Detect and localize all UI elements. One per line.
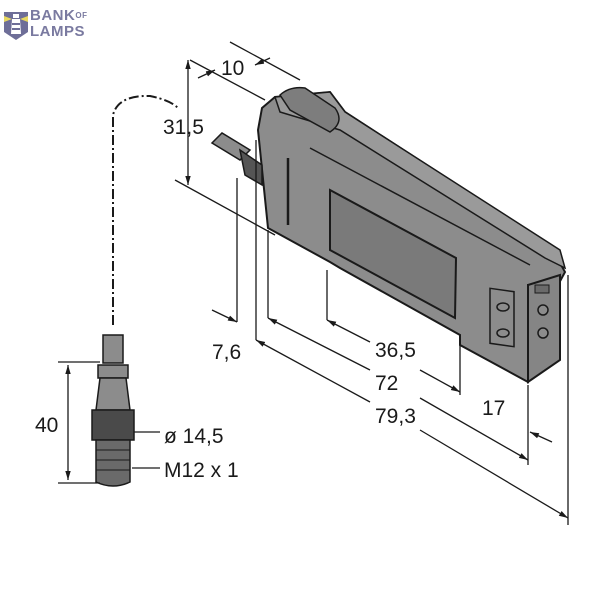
cable-entry <box>210 132 263 187</box>
logo-of: OF <box>75 11 88 20</box>
cable-dashed-line <box>112 94 179 325</box>
dim-window-length: 36,5 <box>375 339 416 362</box>
dim-height: 31,5 <box>163 116 204 139</box>
dim-total-length: 79,3 <box>375 405 416 428</box>
lighthouse-icon <box>4 12 28 40</box>
dim-body-length: 72 <box>375 372 399 395</box>
dim-depth: 17 <box>482 397 506 420</box>
logo-line2: LAMPS <box>30 23 85 40</box>
logo-text: BANKOF LAMPS <box>30 8 87 40</box>
sensor-body <box>256 86 567 384</box>
dim-offset: 7,6 <box>212 341 242 364</box>
dim-connector-length: 40 <box>35 414 59 437</box>
logo-line1: BANK <box>30 7 76 24</box>
dim-connector-diameter: ø 14,5 <box>164 425 224 448</box>
m12-connector <box>91 334 135 487</box>
dim-width-top: 10 <box>221 57 245 80</box>
bank-of-lamps-logo: BANKOF LAMPS <box>0 4 110 44</box>
dim-connector-thread: M12 x 1 <box>164 459 239 482</box>
